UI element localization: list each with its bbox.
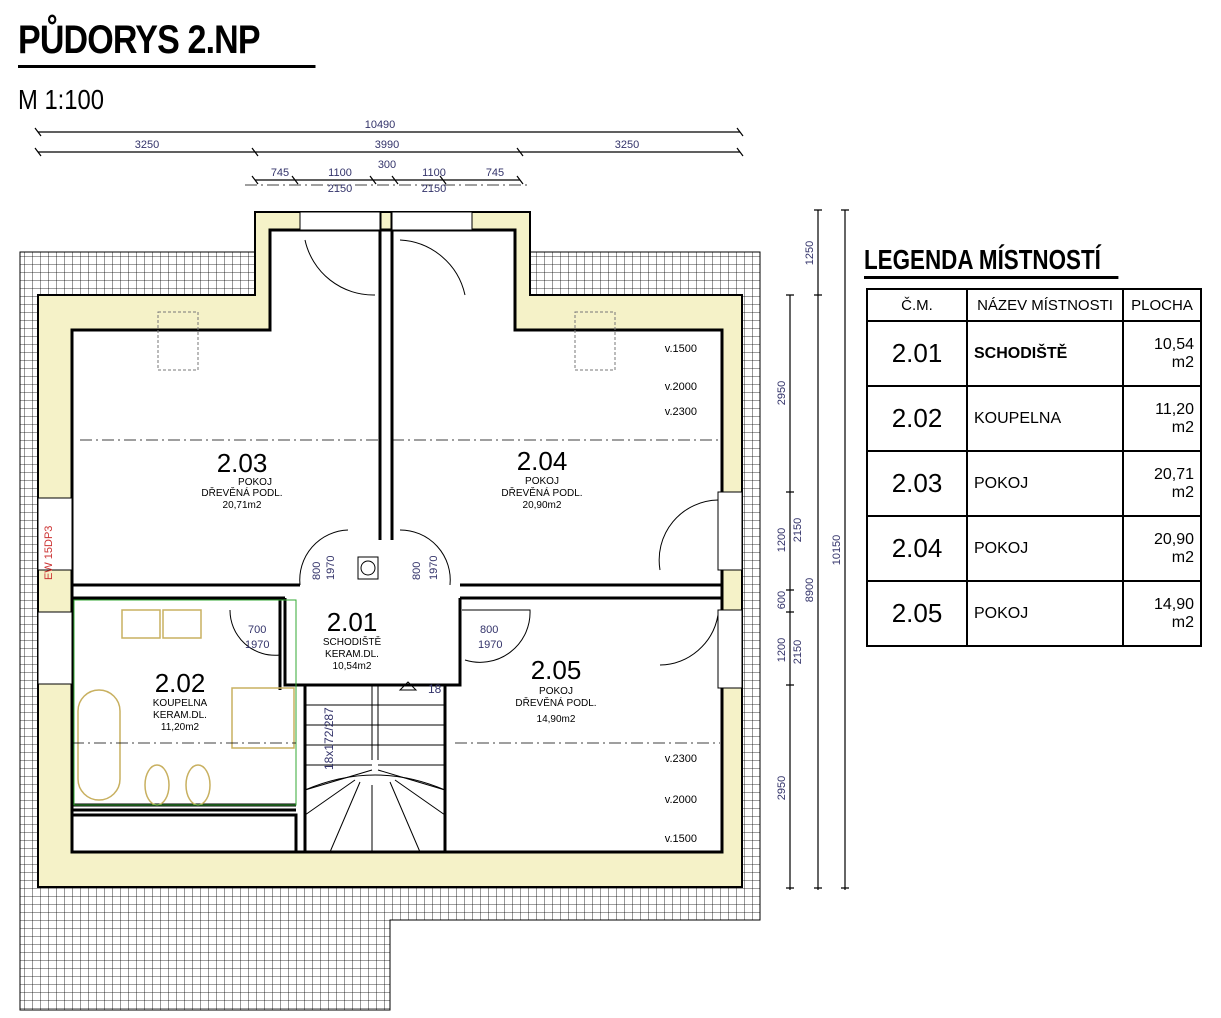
svg-text:KERAM.DL.: KERAM.DL. <box>153 710 207 721</box>
page-title: PŮDORYS 2.NP <box>18 18 316 68</box>
scale-label: M 1:100 <box>18 84 104 115</box>
svg-text:KERAM.DL.: KERAM.DL. <box>325 649 379 660</box>
svg-text:v.2300: v.2300 <box>665 406 697 418</box>
stairs-label: 18x172/287 <box>322 707 336 770</box>
svg-text:DŘEVĚNÁ PODL.: DŘEVĚNÁ PODL. <box>201 486 282 499</box>
svg-text:v.2000: v.2000 <box>665 381 697 393</box>
chimney-label: EW 15DP3 <box>43 526 55 580</box>
dimension-lines <box>34 127 849 890</box>
svg-text:v.1500: v.1500 <box>665 833 697 845</box>
svg-text:14,90m2: 14,90m2 <box>537 714 576 725</box>
svg-text:2150: 2150 <box>328 183 352 195</box>
svg-text:745: 745 <box>486 167 504 179</box>
svg-text:1970: 1970 <box>245 639 269 651</box>
svg-text:10,54m2: 10,54m2 <box>333 661 372 672</box>
legend-title: LEGENDA MÍSTNOSTÍ <box>864 244 1119 279</box>
svg-text:2150: 2150 <box>792 640 804 664</box>
svg-text:2950: 2950 <box>776 776 788 800</box>
svg-text:v.2300: v.2300 <box>665 753 697 765</box>
dimension-values: 10490 3250 3990 3250 745 1100 300 1100 745 215… <box>135 119 843 800</box>
svg-text:1200: 1200 <box>776 528 788 552</box>
svg-text:800: 800 <box>411 562 423 580</box>
svg-text:11,20m2: 11,20m2 <box>161 722 200 733</box>
bathroom-fixtures <box>77 609 295 806</box>
svg-text:2.01: 2.01 <box>327 607 378 637</box>
svg-text:v.1500: v.1500 <box>665 343 697 355</box>
svg-text:3990: 3990 <box>375 139 399 151</box>
svg-text:1970: 1970 <box>428 556 440 580</box>
skylight-right <box>574 311 616 371</box>
svg-text:v.2000: v.2000 <box>665 794 697 806</box>
svg-text:2950: 2950 <box>776 381 788 405</box>
svg-text:DŘEVĚNÁ PODL.: DŘEVĚNÁ PODL. <box>515 696 596 709</box>
svg-text:DŘEVĚNÁ PODL.: DŘEVĚNÁ PODL. <box>501 486 582 499</box>
ceiling-heights: v.1500 v.2000 v.2300 v.2300 v.2000 v.1500 <box>665 343 697 845</box>
svg-text:3250: 3250 <box>135 139 159 151</box>
bathroom-tile-outline <box>73 599 297 806</box>
svg-text:2.03: 2.03 <box>217 448 268 478</box>
svg-text:2150: 2150 <box>422 183 446 195</box>
svg-text:800: 800 <box>311 562 323 580</box>
stairs-count: 18 <box>428 682 442 696</box>
svg-text:2.05: 2.05 <box>531 655 582 685</box>
svg-text:10490: 10490 <box>365 119 396 131</box>
svg-text:POKOJ: POKOJ <box>238 477 272 488</box>
svg-text:1200: 1200 <box>776 638 788 662</box>
svg-text:745: 745 <box>271 167 289 179</box>
svg-text:1250: 1250 <box>804 241 816 265</box>
svg-text:1100: 1100 <box>422 167 446 179</box>
svg-text:600: 600 <box>776 591 788 609</box>
windows <box>37 211 743 689</box>
centerlines <box>72 184 720 744</box>
svg-text:300: 300 <box>378 159 396 171</box>
staircase <box>304 685 446 853</box>
svg-text:8900: 8900 <box>804 578 816 602</box>
skylight-left <box>157 311 199 371</box>
svg-text:800: 800 <box>480 624 498 636</box>
stairs-arrow-icon <box>398 681 418 691</box>
svg-text:KOUPELNA: KOUPELNA <box>153 698 208 709</box>
svg-text:20,90m2: 20,90m2 <box>523 500 562 511</box>
svg-text:1100: 1100 <box>328 167 352 179</box>
door-swings <box>229 239 719 666</box>
svg-text:700: 700 <box>248 624 266 636</box>
svg-text:2.04: 2.04 <box>517 446 568 476</box>
svg-text:1970: 1970 <box>325 556 337 580</box>
svg-text:3250: 3250 <box>615 139 639 151</box>
svg-text:2.02: 2.02 <box>155 668 206 698</box>
chimney-flue-icon <box>360 560 376 576</box>
svg-text:POKOJ: POKOJ <box>525 476 559 487</box>
svg-text:2150: 2150 <box>792 518 804 542</box>
svg-text:1970: 1970 <box>478 639 502 651</box>
svg-text:10150: 10150 <box>831 535 843 566</box>
svg-text:20,71m2: 20,71m2 <box>223 500 262 511</box>
svg-text:POKOJ: POKOJ <box>539 686 573 697</box>
svg-text:SCHODIŠTĚ: SCHODIŠTĚ <box>323 635 382 648</box>
